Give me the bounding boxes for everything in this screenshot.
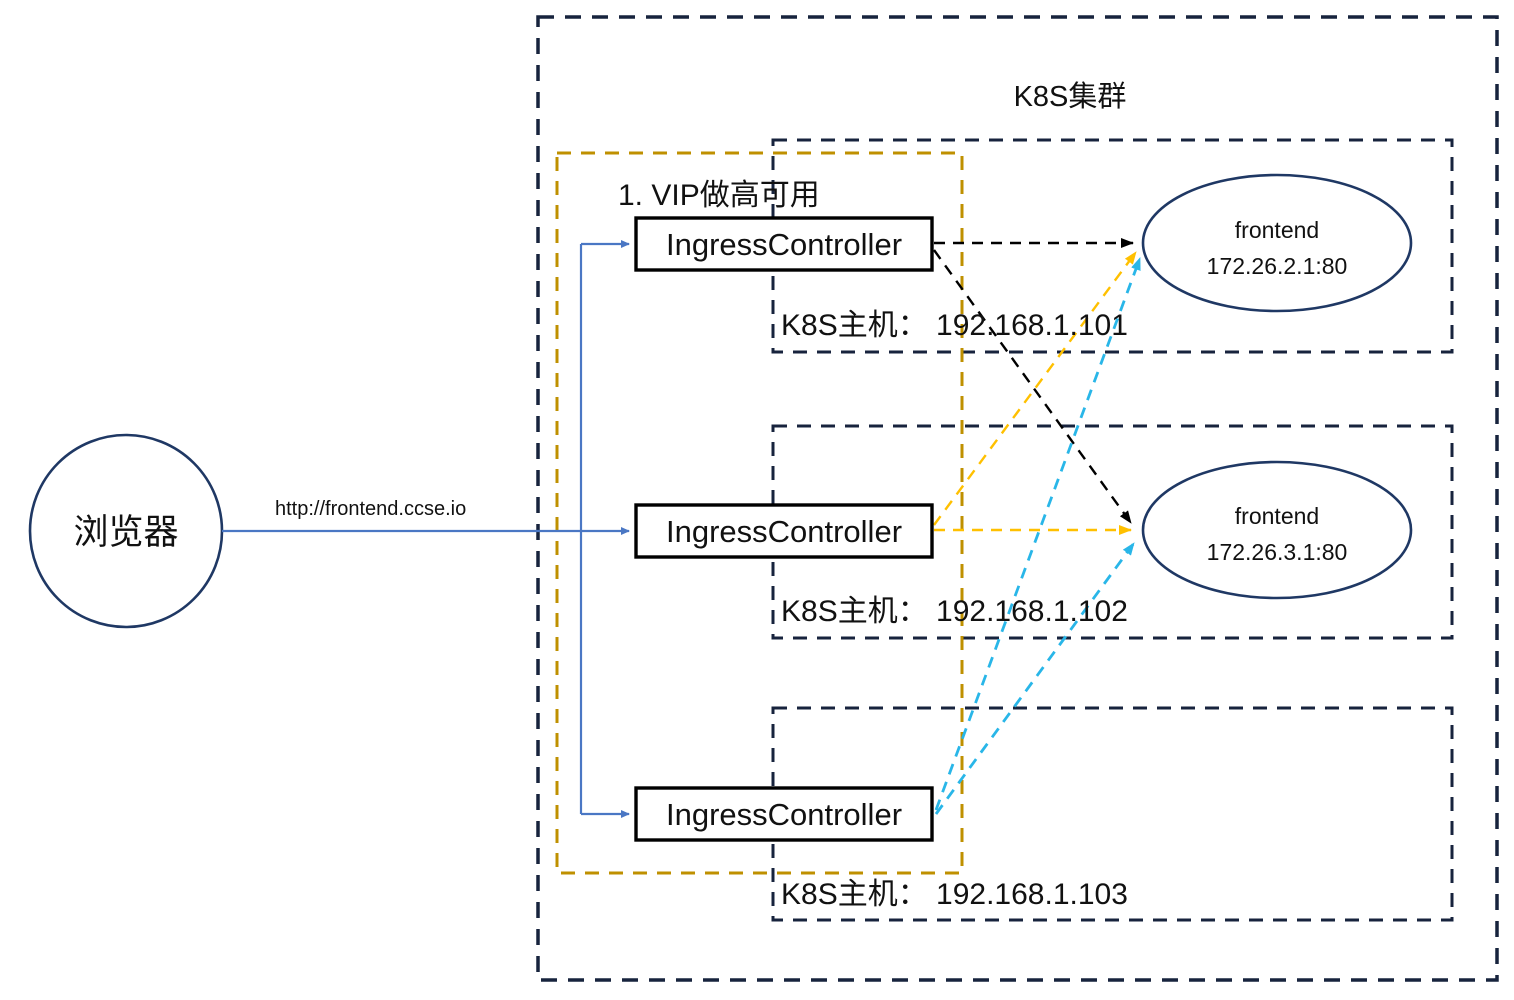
host-label-1: K8S主机： 192.168.1.101 <box>781 309 1128 342</box>
host-label-2: K8S主机： 192.168.1.102 <box>781 595 1128 628</box>
k8s-cluster-boundary <box>536 15 1499 982</box>
pod-address-2: 172.26.3.1:80 <box>1207 539 1348 565</box>
ingress-controller-label-1: IngressController <box>666 227 902 262</box>
host-box-1 <box>771 138 1454 354</box>
cluster-title: K8S集群 <box>1014 80 1127 113</box>
ingress-controller-box-2[interactable] <box>634 503 934 559</box>
browser-label: 浏览器 <box>73 513 178 552</box>
pod-name-1: frontend <box>1235 217 1319 243</box>
host-box-2 <box>771 424 1454 640</box>
edge-controller3-to-pod2 <box>934 542 1136 815</box>
ingress-controller-box-3[interactable] <box>634 786 934 842</box>
vip-group-label: 1. VIP做高可用 <box>618 179 820 212</box>
edge-controller1-to-pod2 <box>933 249 1132 524</box>
vip-group-box <box>555 151 964 875</box>
ingress-controller-label-2: IngressController <box>666 514 902 549</box>
edge-controller3-to-pod1 <box>934 257 1142 811</box>
host-label-3: K8S主机： 192.168.1.103 <box>781 878 1128 911</box>
pod-node-2 <box>1141 460 1413 600</box>
host-box-3 <box>771 706 1454 922</box>
request-url-label: http://frontend.ccse.io <box>275 498 466 520</box>
pod-address-1: 172.26.2.1:80 <box>1207 253 1348 279</box>
pod-name-2: frontend <box>1235 503 1319 529</box>
pod-node-1 <box>1141 173 1413 313</box>
ingress-controller-box-1[interactable] <box>634 216 934 272</box>
ingress-controller-label-3: IngressController <box>666 797 902 832</box>
